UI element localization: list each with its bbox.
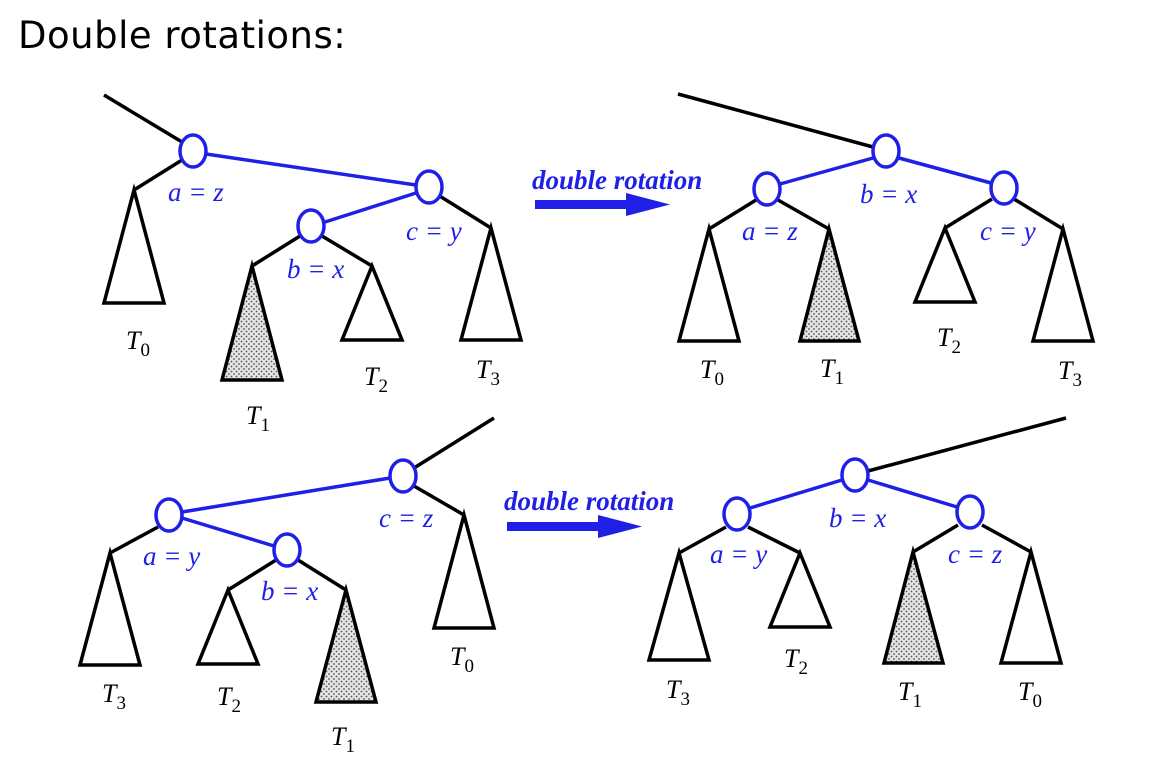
subtree-edge-t1 — [297, 558, 347, 592]
subtree-t3 — [646, 546, 712, 662]
arrow-head — [626, 193, 670, 216]
subtree-t1 — [881, 545, 946, 665]
subtree-label-t1: T1 — [331, 722, 355, 757]
subtree-label-t3: T3 — [1058, 356, 1082, 391]
subtree-edge-t0 — [981, 523, 1032, 554]
subtree-label-t0: T0 — [1018, 677, 1042, 712]
subtree-label-t2: T2 — [217, 682, 241, 717]
subtree-label-t3: T3 — [102, 679, 126, 714]
node-label-a: a = z — [168, 177, 224, 207]
subtree-t1 — [219, 259, 285, 382]
node-b — [272, 532, 302, 568]
subtree-t0 — [431, 508, 497, 630]
node-b — [840, 457, 870, 493]
diagram-2-before: c = z a = y b = x T3 T2 T1 T0 — [77, 416, 497, 757]
arrow-label: double rotation — [532, 165, 702, 195]
subtree-label-t0: T0 — [126, 326, 150, 361]
subtree-edge-t1 — [251, 234, 301, 268]
edge-b-c — [898, 156, 992, 185]
edge-a-b — [181, 516, 275, 548]
arrow-shaft — [507, 522, 600, 531]
subtree-edge-t0 — [413, 484, 465, 517]
edge-b-c — [867, 478, 958, 509]
subtree-edge-t3 — [1013, 197, 1064, 231]
subtree-label-t2: T2 — [937, 323, 961, 358]
diagram-1-after: a = z b = x c = y T0 T1 T2 T3 — [676, 92, 1096, 391]
slide-title: Double rotations: — [18, 14, 347, 57]
parent-edge — [103, 93, 183, 144]
edge-b-a — [749, 478, 843, 510]
subtree-label-t2: T2 — [364, 362, 388, 397]
subtree-edge-t3 — [437, 193, 492, 230]
edge-b-a — [779, 156, 874, 186]
subtree-edge-t1 — [777, 198, 830, 231]
subtree-label-t2: T2 — [784, 644, 808, 679]
subtree-edge-t2 — [747, 525, 801, 555]
node-label-a: a = y — [143, 541, 200, 571]
subtree-label-t1: T1 — [246, 401, 270, 436]
edge-c-a — [181, 476, 391, 514]
node-c — [955, 494, 985, 530]
subtree-label-t1: T1 — [820, 354, 844, 389]
subtree-t1 — [797, 222, 862, 343]
node-a — [752, 171, 782, 207]
node-c — [989, 170, 1019, 206]
subtree-label-t3: T3 — [666, 675, 690, 710]
subtree-t3 — [1030, 222, 1096, 343]
rotation-arrow-2: double rotation — [504, 486, 674, 538]
subtree-t2 — [339, 261, 405, 342]
subtree-edge-t2 — [944, 197, 993, 230]
subtree-label-t1: T1 — [898, 677, 922, 712]
node-label-a: a = z — [742, 216, 798, 246]
subtree-edge-t2 — [321, 234, 373, 268]
parent-edge — [867, 416, 1067, 473]
subtree-t3 — [77, 546, 143, 667]
parent-edge — [677, 92, 874, 149]
node-label-c: c = y — [406, 216, 462, 246]
subtree-t0 — [998, 545, 1064, 665]
node-label-a: a = y — [710, 539, 767, 569]
node-label-b: b = x — [829, 503, 886, 533]
subtree-edge-t2 — [227, 558, 277, 592]
node-c — [388, 458, 418, 494]
diagram-2-after: a = y b = x c = z T3 T2 T1 T0 — [646, 416, 1067, 712]
node-a — [178, 133, 208, 169]
arrow-label: double rotation — [504, 486, 674, 516]
subtree-label-t3: T3 — [476, 355, 500, 390]
subtree-t3 — [458, 221, 524, 342]
subtree-t2 — [767, 548, 833, 629]
subtree-t2 — [912, 223, 978, 304]
node-label-b: b = x — [860, 179, 917, 209]
node-label-c: c = z — [379, 503, 434, 533]
arrow-shaft — [535, 200, 628, 209]
subtree-edge-t0 — [708, 198, 757, 231]
subtree-label-t0: T0 — [450, 642, 474, 677]
subtree-edge-t3 — [678, 525, 727, 555]
subtree-edge-t3 — [109, 525, 159, 555]
subtree-t2 — [195, 585, 261, 666]
subtree-t0 — [101, 183, 167, 305]
node-b — [296, 208, 326, 244]
arrow-head — [598, 515, 642, 538]
node-label-b: b = x — [261, 576, 318, 606]
node-a — [722, 496, 752, 532]
node-c — [414, 169, 444, 205]
node-b — [871, 133, 901, 169]
node-label-b: b = x — [287, 254, 344, 284]
edge-a-c — [205, 152, 417, 187]
subtree-t1 — [313, 583, 379, 704]
edge-c-b — [324, 191, 417, 224]
diagram-1-before: a = z c = y b = x T0 T1 T2 T3 — [101, 93, 524, 436]
node-label-c: c = z — [948, 539, 1003, 569]
rotation-arrow-1: double rotation — [532, 165, 702, 216]
parent-edge — [413, 416, 495, 470]
subtree-label-t0: T0 — [700, 355, 724, 390]
node-label-c: c = y — [980, 216, 1036, 246]
subtree-t0 — [676, 222, 742, 343]
subtree-edge-t1 — [912, 523, 959, 554]
subtree-edge-t0 — [133, 158, 183, 192]
node-a — [154, 497, 184, 533]
